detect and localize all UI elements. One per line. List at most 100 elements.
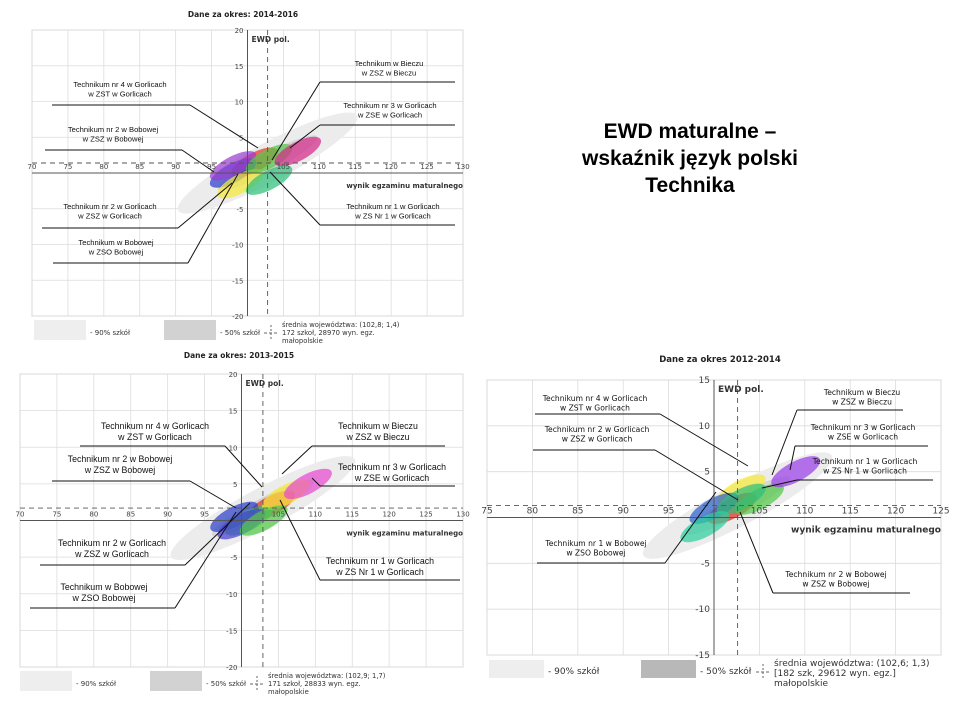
x-tick-label: 110 (313, 163, 326, 171)
school-label: Technikum nr 1 w Gorlicach (326, 556, 434, 566)
x-tick-label: 70 (28, 163, 37, 171)
legend-band-90-swatch (489, 660, 544, 678)
headline-line-1: EWD maturalne – (603, 120, 777, 143)
y-tick-label: -5 (701, 559, 710, 569)
x-tick-label: 120 (384, 163, 397, 171)
y-tick-label: -15 (232, 277, 243, 285)
legend-mean-text: małopolskie (774, 679, 828, 689)
x-tick-label: 120 (382, 511, 395, 519)
headline-line-2: wskaźnik język polski (582, 147, 798, 170)
legend-mean-text: małopolskie (268, 688, 309, 696)
x-tick-label: 115 (349, 163, 362, 171)
y-tick-label: 10 (229, 444, 238, 452)
label-leader-line (269, 171, 321, 226)
school-label: w ZSZ w Gorlicach (562, 435, 633, 444)
x-tick-label: 80 (99, 163, 108, 171)
label-leader-line (311, 477, 321, 487)
school-label: Technikum nr 2 w Bobowej (68, 125, 159, 134)
school-label: w ZSO Bobowej (71, 593, 135, 603)
legend-mean-text: 171 szkoł, 28833 wyn. egz. (268, 680, 361, 688)
y-tick-label: 10 (699, 422, 711, 432)
y-tick-label: -20 (226, 664, 237, 672)
y-tick-label: 15 (699, 376, 710, 386)
school-label: w ZS Nr 1 w Gorlicach (354, 212, 431, 221)
school-ellipse-6 (716, 483, 766, 515)
y-tick-label: -20 (232, 313, 243, 321)
school-label: Technikum nr 1 w Gorlicach (812, 457, 918, 466)
x-tick-label: 130 (456, 511, 469, 519)
school-label: w ZSE w Gorlicach (828, 433, 898, 442)
y-tick-label: 15 (235, 63, 244, 71)
school-label: Technikum nr 2 w Bobowej (784, 570, 886, 579)
legend-mean-text: średnia województwa: (102,9; 1,7) (268, 672, 386, 680)
x-tick-label: 70 (16, 511, 25, 519)
school-ellipse-7 (680, 511, 730, 543)
school-label: w ZST w Gorlicach (560, 404, 630, 413)
school-label: w ZSZ w Bieczu (832, 398, 892, 407)
school-label: w ZSE w Gorlicach (357, 111, 422, 120)
legend-mean-text: średnia województwa: (102,6; 1,3) (774, 658, 930, 669)
x-tick-label: 110 (309, 511, 322, 519)
y-tick-label: 5 (239, 134, 243, 142)
label-leader-line (659, 413, 749, 467)
school-label: Technikum nr 2 w Gorlicach (544, 425, 650, 434)
x-tick-label: 95 (663, 507, 674, 517)
y-tick-label: -5 (231, 554, 238, 562)
school-label: Technikum nr 3 w Gorlicach (338, 462, 446, 472)
school-label: Technikum w Bobowej (60, 582, 147, 592)
label-leader-line (177, 182, 233, 229)
label-leader-line (664, 491, 717, 564)
chart-title: Dane za okres: 2013-2015 (184, 351, 294, 360)
chart-title: Dane za okres 2012-2014 (659, 355, 781, 365)
label-leader-line (271, 81, 321, 161)
label-leader-line (187, 173, 239, 264)
school-label: w ZST w Gorlicach (117, 432, 192, 442)
x-tick-label: 105 (277, 163, 290, 171)
x-tick-label: 80 (527, 507, 539, 517)
school-label: w ZS Nr 1 w Gorlicach (335, 567, 424, 577)
school-label: Technikum nr 4 w Gorlicach (101, 421, 209, 431)
school-label: w ZST w Gorlicach (87, 90, 152, 99)
label-leader-line (184, 502, 251, 566)
x-tick-label: 115 (346, 511, 359, 519)
label-leader-line (771, 409, 798, 476)
legend-band-50-swatch (641, 660, 696, 678)
x-tick-label: 105 (751, 507, 768, 517)
x-tick-label: 105 (272, 511, 285, 519)
label-leader-line (224, 445, 263, 488)
headline-line-3: Technika (645, 174, 735, 197)
legend-mean-text: 172 szkoł, 28970 wyn. egz. (282, 329, 375, 337)
school-ellipse-6 (274, 136, 322, 167)
legend-band-50-label: - 50% szkół (206, 680, 246, 688)
legend-mean-text: [182 szk, 29612 wyn. egz.] (774, 669, 896, 679)
school-label: Technikum nr 4 w Gorlicach (542, 394, 648, 403)
legend-mean-text: średnia województwa: (102,8; 1,4) (282, 321, 400, 329)
legend-band-50-swatch (164, 320, 216, 340)
school-label: Technikum w Bieczu (355, 59, 424, 68)
school-label: Technikum nr 1 w Bobowej (544, 539, 646, 548)
legend-band-90-swatch (20, 671, 72, 691)
x-tick-label: 95 (207, 163, 216, 171)
x-axis-label: wynik egzaminu maturalnego (346, 182, 463, 190)
x-tick-label: 125 (419, 511, 432, 519)
school-ellipse-6 (284, 468, 332, 500)
school-label: w ZSZ w Gorlicach (77, 212, 142, 221)
school-label: w ZSZ w Gorlicach (74, 549, 149, 559)
school-ellipse-2 (210, 501, 259, 532)
legend-band-90-label: - 90% szkół (90, 329, 130, 337)
legend-mean-text: małopolskie (282, 337, 323, 345)
y-axis-label: EWD pol. (718, 385, 764, 395)
x-tick-label: 125 (932, 507, 949, 517)
chart-title: Dane za okres: 2014-2016 (188, 10, 298, 19)
x-tick-label: 90 (171, 163, 180, 171)
label-leader-line (739, 511, 774, 594)
school-label: w ZSZ w Bobowej (84, 465, 155, 475)
school-label: Technikum nr 2 w Gorlicach (58, 538, 166, 548)
label-leader-line (289, 124, 321, 149)
y-tick-label: 5 (233, 481, 237, 489)
